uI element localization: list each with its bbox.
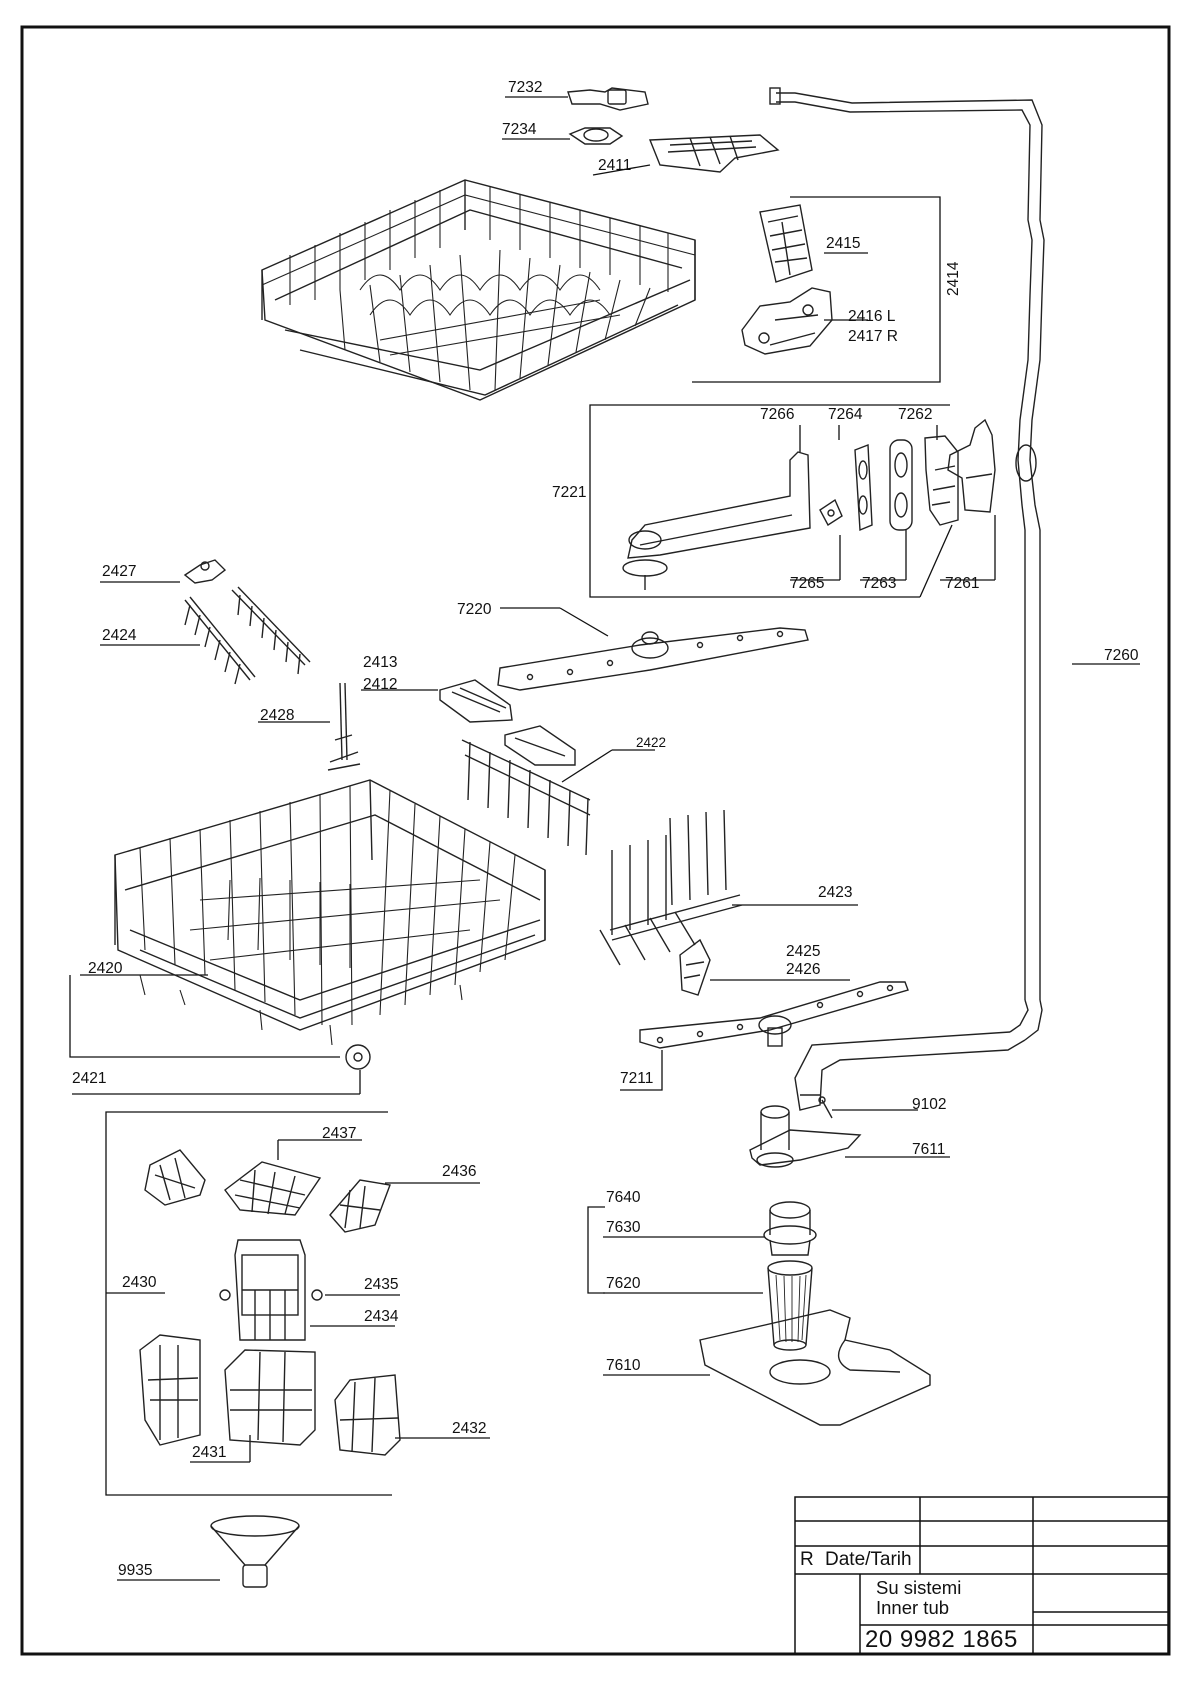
part-7262-connector bbox=[924, 435, 959, 526]
part-7630-filter-cap bbox=[763, 1201, 817, 1256]
label-2422: 2422 bbox=[636, 735, 667, 750]
lower-connecting-pipe bbox=[794, 1031, 1026, 1111]
part-2427-clip bbox=[183, 559, 227, 584]
label-2427: 2427 bbox=[102, 563, 137, 580]
label-7211: 7211 bbox=[620, 1070, 654, 1087]
label-2430: 2430 bbox=[122, 1274, 157, 1291]
label-7234: 7234 bbox=[502, 121, 537, 138]
leader-lines bbox=[69, 96, 1140, 1581]
label-2436: 2436 bbox=[442, 1163, 477, 1180]
label-2421: 2421 bbox=[72, 1070, 107, 1087]
label-7640: 7640 bbox=[606, 1189, 641, 1206]
label-7611: 7611 bbox=[912, 1141, 946, 1158]
label-2420: 2420 bbox=[88, 960, 123, 977]
part-2411-tray bbox=[648, 134, 780, 173]
label-7265: 7265 bbox=[790, 575, 825, 592]
label-7220: 7220 bbox=[457, 601, 492, 618]
label-2425: 2425 bbox=[786, 943, 821, 960]
part-2436-cutlery-tray bbox=[144, 1149, 206, 1206]
label-2432: 2432 bbox=[452, 1420, 487, 1437]
label-2437: 2437 bbox=[322, 1125, 357, 1142]
part-7221-spray-arm-pipe bbox=[622, 451, 811, 590]
label-7610: 7610 bbox=[606, 1357, 641, 1374]
label-2431: 2431 bbox=[192, 1444, 227, 1461]
title-block bbox=[794, 1496, 1169, 1655]
label-7262: 7262 bbox=[898, 406, 933, 423]
part-2437-cutlery-tray bbox=[224, 1161, 322, 1216]
lower-rack bbox=[114, 779, 546, 1046]
part-7610-filter-plate bbox=[699, 1309, 931, 1426]
label-7260: 7260 bbox=[1104, 647, 1139, 664]
part-7260-hose bbox=[769, 87, 1045, 1041]
label-9935: 9935 bbox=[118, 1562, 153, 1579]
part-7263-gasket bbox=[889, 439, 913, 531]
part-2425-holder bbox=[679, 938, 711, 996]
label-7266: 7266 bbox=[760, 406, 795, 423]
label-2435: 2435 bbox=[364, 1276, 399, 1293]
label-7630: 7630 bbox=[606, 1219, 641, 1236]
part-7234-clip bbox=[568, 127, 624, 145]
label-2412: 2412 bbox=[363, 676, 398, 693]
drawing-frame bbox=[20, 25, 1171, 1656]
part-9935-funnel bbox=[210, 1515, 300, 1588]
part-7265-nut bbox=[819, 498, 843, 526]
part-2431-cutlery-basket bbox=[139, 1334, 316, 1446]
part-9102-screw bbox=[818, 1096, 833, 1119]
part-7620-microfilter bbox=[767, 1260, 813, 1351]
label-7264: 7264 bbox=[828, 406, 863, 423]
part-2421-wheel bbox=[345, 1044, 371, 1070]
part-2434-cutlery-basket-handle bbox=[219, 1239, 323, 1341]
part-7211-spray-arm bbox=[639, 981, 909, 1049]
part-2422-tine-rack bbox=[461, 739, 591, 856]
label-2417: 2417 R bbox=[848, 328, 898, 345]
part-7261-valve bbox=[947, 418, 996, 513]
title-block-description-tr: Su sistemi bbox=[876, 1577, 962, 1598]
label-2424: 2424 bbox=[102, 627, 137, 644]
part-2424-tines bbox=[184, 586, 311, 685]
part-2412-tray bbox=[439, 679, 576, 766]
part-7232-clip bbox=[567, 87, 649, 111]
label-2414: 2414 bbox=[945, 261, 962, 296]
label-2434: 2434 bbox=[364, 1308, 399, 1325]
label-9102: 9102 bbox=[912, 1096, 947, 1113]
label-2426: 2426 bbox=[786, 961, 821, 978]
title-block-date-label: Date/Tarih bbox=[825, 1549, 912, 1570]
part-2428-rod bbox=[327, 682, 361, 771]
part-2416-wheel-holder bbox=[741, 287, 833, 355]
label-7221: 7221 bbox=[552, 484, 587, 501]
label-2415: 2415 bbox=[826, 235, 861, 252]
title-block-description-en: Inner tub bbox=[876, 1597, 950, 1618]
upper-rack bbox=[261, 179, 696, 401]
label-2411: 2411 bbox=[598, 157, 632, 174]
part-7264-gasket bbox=[854, 443, 873, 532]
part-2436b-cutlery-tray bbox=[329, 1179, 391, 1233]
label-2428: 2428 bbox=[260, 707, 295, 724]
label-7620: 7620 bbox=[606, 1275, 641, 1292]
label-7232: 7232 bbox=[508, 79, 543, 96]
part-2423-tine-rack bbox=[599, 809, 743, 966]
label-7261: 7261 bbox=[945, 575, 980, 592]
part-2432-cutlery-basket bbox=[334, 1374, 401, 1456]
label-2423: 2423 bbox=[818, 884, 853, 901]
part-2415-bracket bbox=[759, 204, 813, 283]
label-7263: 7263 bbox=[862, 575, 897, 592]
label-2416: 2416 L bbox=[848, 308, 896, 325]
part-7220-spray-arm bbox=[497, 627, 809, 691]
part-7611-support bbox=[749, 1105, 862, 1168]
label-2413: 2413 bbox=[363, 654, 398, 671]
title-block-rev-label: R bbox=[800, 1549, 814, 1570]
title-block-drawing-number: 20 9982 1865 bbox=[865, 1626, 1018, 1653]
